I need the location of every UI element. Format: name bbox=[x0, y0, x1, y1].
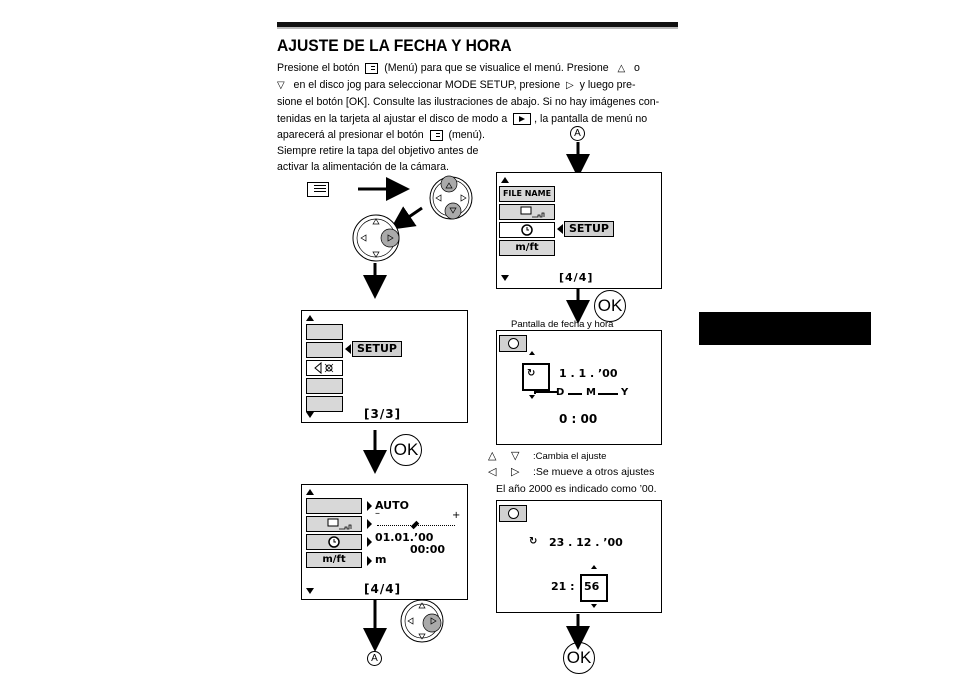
unit-value: m bbox=[375, 553, 387, 566]
page-indicator: [4/4] bbox=[364, 582, 402, 596]
date-time-item bbox=[499, 222, 555, 238]
date-value: 23 . 12 . ’00 bbox=[549, 536, 623, 549]
down-triangle-icon: ▽ bbox=[277, 80, 285, 92]
note-move: :Se mueve a otros ajustes bbox=[533, 466, 655, 478]
right-triangle-icon: ▷ bbox=[565, 80, 574, 92]
down-triangle-icon: ▽ bbox=[511, 450, 520, 462]
ok-button-icon: OK bbox=[594, 290, 626, 322]
brightness-plus: + bbox=[452, 510, 461, 521]
time-value: 0 : 00 bbox=[559, 412, 598, 426]
brightness-minus: – bbox=[375, 508, 380, 519]
clock-icon bbox=[499, 335, 527, 352]
hour-value: 21 : bbox=[551, 580, 575, 593]
page-title: AJUSTE DE LA FECHA Y HORA bbox=[277, 36, 512, 55]
jog-dial-right-icon bbox=[400, 599, 444, 643]
setup-label: SETUP bbox=[564, 221, 614, 237]
right-triangle-icon: ▷ bbox=[511, 466, 520, 478]
page-indicator: [3/3] bbox=[364, 407, 402, 421]
screen-caption: Pantalla de fecha y hora bbox=[511, 319, 614, 330]
section-tab bbox=[699, 312, 871, 345]
monitor-brightness-item bbox=[306, 516, 362, 532]
unit-item: m/ft bbox=[499, 240, 555, 256]
sync-icon: ↻ bbox=[527, 368, 536, 379]
jog-dial-up-down-icon bbox=[429, 175, 473, 220]
setup-icon bbox=[314, 361, 334, 375]
minute-value: 56 bbox=[584, 580, 600, 593]
cursor-box bbox=[522, 363, 550, 391]
day-label: D bbox=[556, 387, 565, 398]
menu-button-icon bbox=[307, 182, 329, 197]
clock-icon bbox=[499, 505, 527, 522]
cursor-box bbox=[580, 574, 608, 602]
monitor-icon bbox=[327, 518, 352, 530]
play-mode-icon bbox=[513, 112, 532, 125]
instructions: Presione el botón (Menú) para que se vis… bbox=[277, 62, 660, 174]
note-change: :Cambia el ajuste bbox=[533, 451, 607, 462]
auto-value: AUTO bbox=[375, 499, 409, 512]
sync-icon: ↻ bbox=[529, 536, 538, 547]
up-triangle-icon: △ bbox=[617, 63, 626, 74]
clock-icon bbox=[521, 224, 533, 236]
file-name-item: FILE NAME bbox=[499, 186, 555, 202]
top-rule bbox=[277, 22, 678, 29]
ok-button-icon: OK bbox=[390, 434, 422, 466]
menu-screen-3-3: SETUP [3/3] bbox=[301, 310, 468, 423]
left-triangle-icon: ◁ bbox=[488, 466, 497, 478]
marker-a: A bbox=[367, 651, 382, 666]
date-time-example-screen: ↻ 23 . 12 . ’00 21 : 56 bbox=[496, 500, 662, 613]
menu-item bbox=[306, 342, 343, 358]
setup-label: SETUP bbox=[352, 341, 402, 357]
menu-item bbox=[306, 324, 343, 340]
month-label: M bbox=[586, 387, 596, 398]
page-indicator: [4/4] bbox=[559, 271, 594, 284]
monitor-brightness-item bbox=[499, 204, 555, 220]
date-time-screen: ↻ 1 . 1 . ’00 D M Y 0 : 00 bbox=[496, 330, 662, 445]
date-time-item bbox=[306, 534, 362, 550]
clock-icon bbox=[328, 536, 340, 548]
jog-dial-right-icon bbox=[352, 214, 400, 262]
mode-setup-item bbox=[306, 360, 343, 376]
note-year: El año 2000 es indicado como ’00. bbox=[496, 483, 657, 495]
ok-button-icon: OK bbox=[563, 642, 595, 674]
setup-screen-4-4: m/ft AUTO – + 01.01.’00 00:00 m [4/4] bbox=[301, 484, 468, 600]
monitor-icon bbox=[520, 206, 545, 218]
menu-icon bbox=[429, 129, 443, 141]
up-triangle-icon: △ bbox=[488, 450, 497, 462]
menu-item bbox=[306, 396, 343, 412]
time-value: 00:00 bbox=[410, 543, 446, 556]
unit-item: m/ft bbox=[306, 552, 362, 568]
menu-item bbox=[306, 378, 343, 394]
menu-icon bbox=[365, 62, 379, 74]
menu-item bbox=[306, 498, 362, 514]
year-label: Y bbox=[621, 387, 629, 398]
date-value: 1 . 1 . ’00 bbox=[559, 367, 618, 380]
menu-screen-4-4: FILE NAME m/ft SETUP [4/4] bbox=[496, 172, 662, 289]
date-value: 01.01.’00 bbox=[375, 531, 434, 544]
marker-a: A bbox=[570, 126, 585, 141]
